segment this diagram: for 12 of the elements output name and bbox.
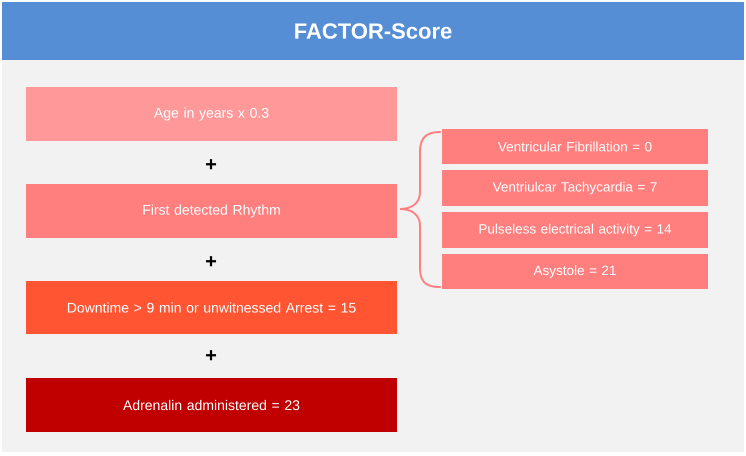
score-box: First detected Rhythm — [26, 184, 397, 238]
score-box: Asystole = 21 — [442, 254, 708, 289]
score-box: Pulseless electrical activity = 14 — [442, 212, 708, 248]
score-box: Ventricular Fibrillation = 0 — [442, 129, 708, 164]
plus-sign: + — [206, 159, 216, 170]
score-box: Ventriulcar Tachycardia = 7 — [442, 170, 708, 206]
score-box: Age in years x 0.3 — [26, 87, 397, 141]
score-box: Downtime > 9 min or unwitnessed Arrest = 15 — [26, 281, 397, 334]
score-box: Adrenalin administered = 23 — [26, 378, 397, 432]
plus-sign: + — [206, 350, 216, 360]
title-band: FACTOR-Score — [2, 2, 744, 60]
plus-sign: + — [206, 256, 216, 266]
